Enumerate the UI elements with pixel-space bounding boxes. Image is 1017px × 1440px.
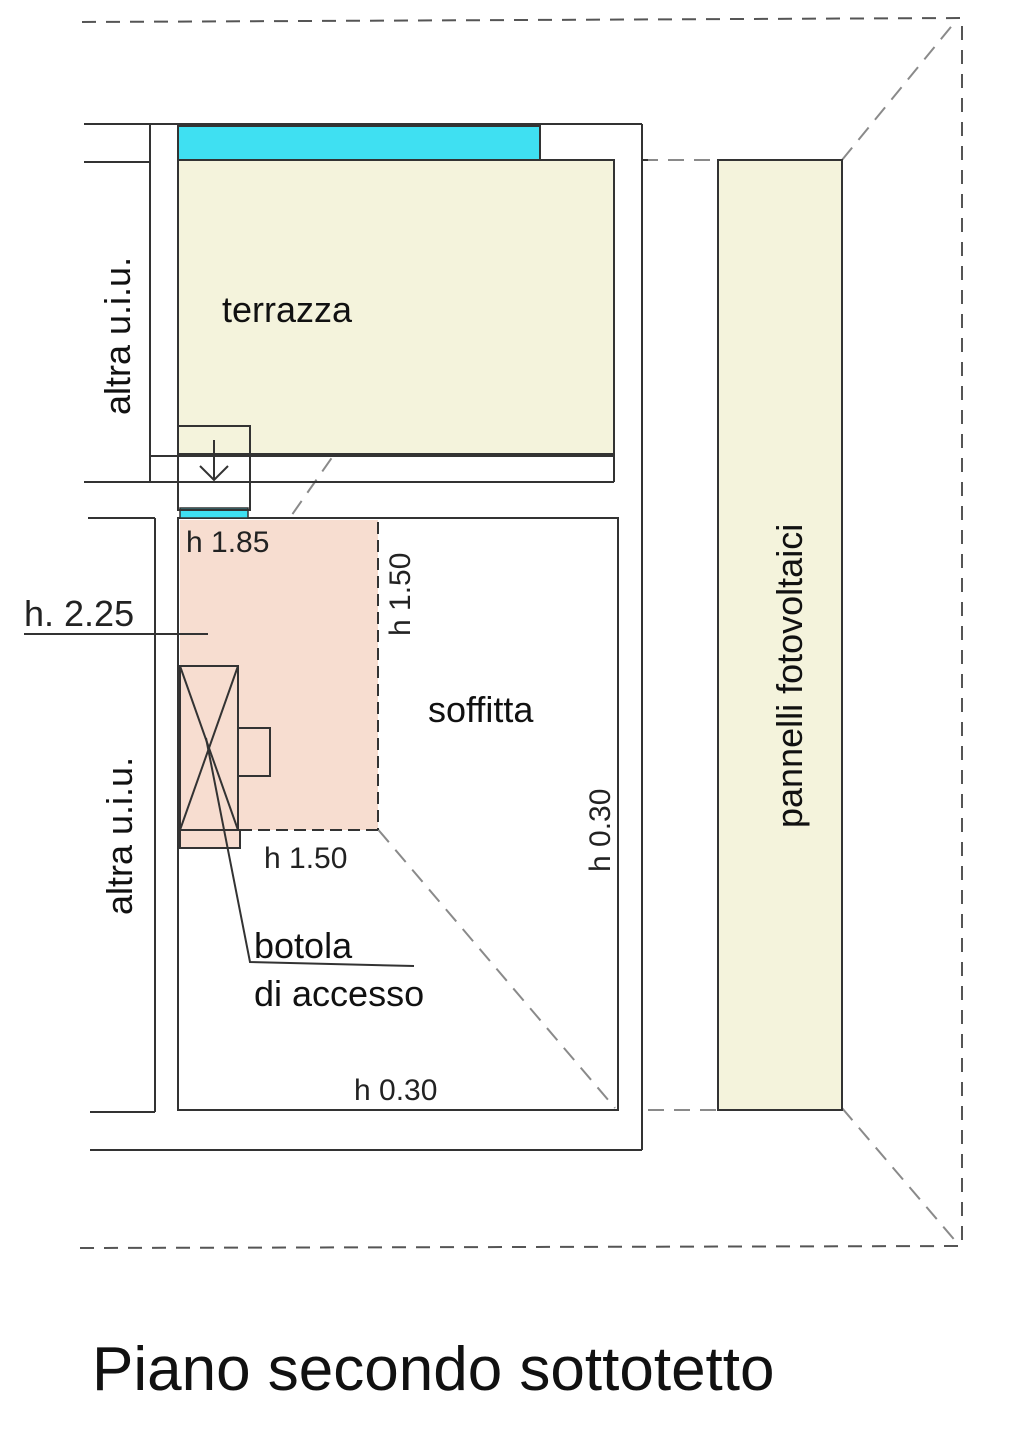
roof-outline [79, 16, 963, 1249]
hatch-label-line2: di accesso [254, 973, 424, 1014]
terrazza-label: terrazza [222, 289, 353, 330]
height-030-right-label: h 0.30 [584, 789, 617, 872]
height-150-right-label: h 1.50 [384, 553, 417, 636]
other-unit-bottom-label: altra u.i.u. [99, 757, 140, 915]
plan-title: Piano secondo sottotetto [92, 1335, 774, 1404]
solar-panel-area [717, 159, 843, 1111]
other-unit-top-label: altra u.i.u. [97, 257, 138, 415]
height-225-label: h. 2.25 [24, 593, 134, 634]
access-hatch [179, 665, 415, 967]
hatch-sill [179, 829, 241, 849]
height-185-label: h 1.85 [186, 526, 269, 559]
height-030-bottom-label: h 0.30 [354, 1074, 437, 1107]
high-ceiling-zone [180, 520, 378, 830]
terrazza-area [177, 159, 615, 455]
solar-panels-label: pannelli fotovoltaici [769, 524, 810, 828]
height-150-bottom-label: h 1.50 [264, 842, 347, 875]
skylight-top [177, 125, 541, 161]
soffitta-label: soffitta [428, 689, 534, 730]
hatch-label-line1: botola [254, 925, 353, 966]
soffitta-area [177, 517, 619, 1111]
skylight-small [179, 507, 249, 519]
stair [177, 425, 251, 511]
